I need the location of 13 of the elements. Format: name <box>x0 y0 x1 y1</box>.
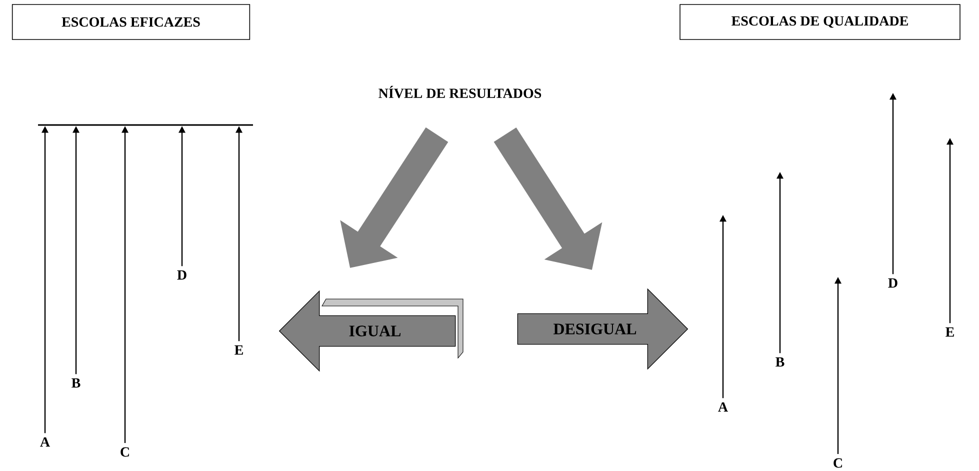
letter-label: A <box>718 402 728 412</box>
letter-label: D <box>177 270 186 280</box>
letter-label: B <box>72 378 80 388</box>
title-box: ESCOLAS EFICAZES <box>12 4 250 40</box>
title-box: ESCOLAS DE QUALIDADE <box>680 4 960 40</box>
letter-label: C <box>120 447 129 457</box>
letter-label: E <box>234 345 243 355</box>
heading: NÍVEL DE RESULTADOS <box>378 86 542 98</box>
letter-label: D <box>888 278 898 288</box>
letter-label: A <box>40 437 50 447</box>
letter-label: E <box>946 327 954 337</box>
letter-label: C <box>834 458 842 468</box>
letter-label: B <box>776 357 784 367</box>
